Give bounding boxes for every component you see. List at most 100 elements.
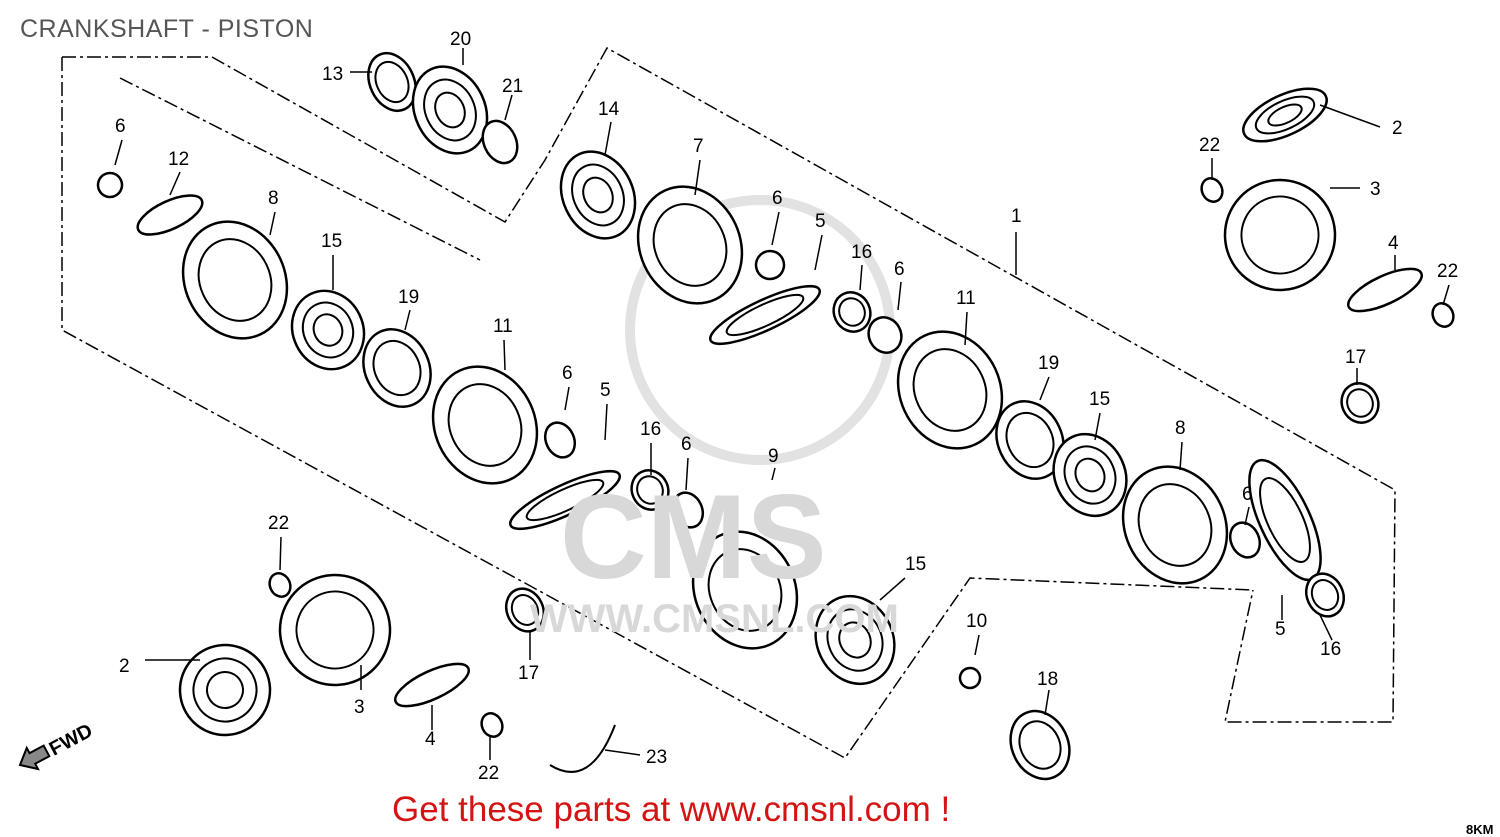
callout-label: 10 [966,611,987,632]
leader-line [859,264,863,291]
leader-line [504,94,513,121]
piston-rings [1242,87,1328,143]
oil-seal [995,400,1065,480]
watermark-url: WWW.CMSNL.COM [530,597,899,641]
callout-label: 5 [815,211,826,232]
needle-bearing [630,469,670,511]
woodruff-key [867,316,903,354]
callout-label: 22 [268,513,289,534]
callout-label: 15 [1089,389,1110,410]
callout-label: 15 [321,231,342,252]
watermark-brand: CMS [560,470,827,604]
callout-label: 6 [894,259,905,280]
fwd-arrow: FWD [18,720,96,771]
leader-line [279,536,282,571]
leader-line [1442,284,1450,306]
callout-label: 19 [398,287,419,308]
woodruff-key [543,421,577,459]
callout-label: 8 [1175,418,1186,439]
crank-pin [136,194,204,236]
bearing [290,289,366,371]
leader-line [1319,614,1333,641]
callout-label: 22 [478,763,499,784]
callout-label: 17 [518,663,539,684]
leader-line [169,171,181,196]
needle-bearing [1304,572,1346,618]
footer-link-text[interactable]: Get these parts at www.cmsnl.com ! [392,790,951,829]
piston [278,573,392,687]
leader-line [897,281,902,311]
leader-line [879,577,906,601]
bearing [559,150,637,240]
callout-label: 14 [598,99,620,120]
o-ring [481,119,519,165]
parts-group [96,52,1455,781]
callout-label: 16 [640,419,661,440]
leader-line [814,234,823,271]
callout-label: 6 [562,363,573,384]
callout-label: 5 [1275,619,1286,640]
callout-label: 3 [1370,179,1381,200]
oil-seal [367,52,417,112]
callout-label: 3 [354,697,365,718]
callout-label: 2 [1392,118,1403,139]
leader-line [564,386,570,411]
callout-label: 9 [768,446,779,467]
connecting-rod [1248,458,1322,582]
leader-line [1319,104,1381,128]
piston [1223,178,1337,292]
frame-left [62,46,1396,723]
leader-line [404,309,411,331]
callout-label: 22 [1199,135,1220,156]
crank-web [1121,465,1229,585]
leader-line [1044,689,1050,716]
bearing [814,594,896,686]
leader-line [503,339,506,371]
leader-line [604,749,641,756]
wire-clip [549,724,616,773]
leader-line [964,311,968,346]
piston-rings [178,643,272,737]
callout-label: 18 [1037,669,1058,690]
page-title: CRANKSHAFT - PISTON [20,15,314,43]
circlip [1200,177,1224,203]
leader-line [1244,506,1250,526]
callout-label: 11 [956,288,976,309]
leader-line [974,634,980,656]
connecting-rod [709,284,821,346]
callout-label: 7 [693,136,704,157]
callout-label: 6 [681,434,692,455]
circlip [480,712,504,738]
woodruff-key [1228,521,1262,559]
bearing [1052,432,1128,518]
callout-label: 21 [502,76,523,97]
callout-label: 16 [1320,639,1341,660]
callout-label: 23 [646,747,667,768]
oil-seal [1009,709,1071,781]
woodruff-key [671,491,705,529]
leader-line [604,403,608,441]
diagram-code: 8KM [1466,822,1494,837]
woodruff-key [96,171,124,199]
callout-label: 6 [115,116,126,137]
leader-line [1039,376,1050,401]
piston-pin [394,662,470,708]
leader-line [604,121,612,156]
circlip [1431,302,1455,328]
crank-web [691,530,799,650]
arrow-left-icon [18,744,51,771]
leader-line [1179,441,1183,471]
leader-line [771,467,776,481]
crank-web [896,330,1004,450]
leader-line [114,139,123,166]
frame-left-lower [61,57,1254,759]
callout-label: 8 [268,188,279,209]
callout-label: 13 [322,64,343,85]
woodruff-key [754,249,786,281]
callout-label: 6 [772,188,783,209]
piston-pin [1347,267,1423,313]
callout-label: 22 [1437,261,1458,282]
group-frames [61,46,1396,759]
frame-inner [119,77,481,261]
